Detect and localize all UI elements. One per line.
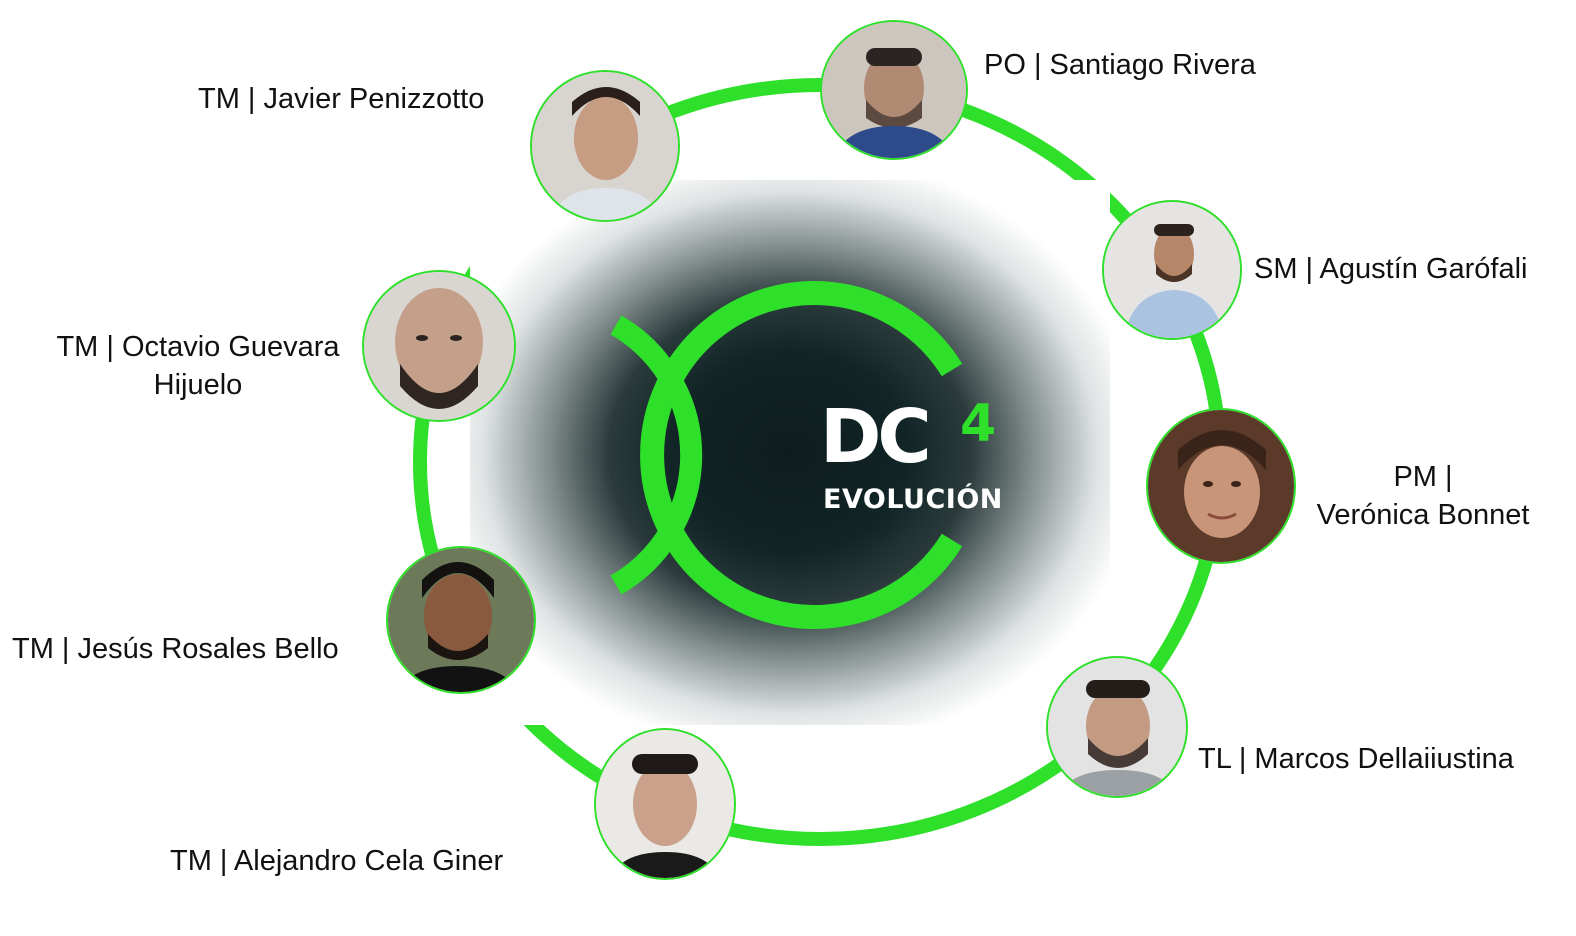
portrait-icon <box>364 272 514 420</box>
portrait-icon <box>532 72 678 220</box>
portrait-icon <box>1148 410 1294 562</box>
logo-number: 4 <box>960 394 997 454</box>
avatar-tm-octavio <box>362 270 516 422</box>
member-label-tm-octavio-line1: TM | Octavio Guevara <box>56 331 340 363</box>
avatar-po <box>820 20 968 160</box>
member-label-pm: PM | Verónica Bonnet <box>1300 458 1546 534</box>
member-label-pm-line1: PM | <box>1393 461 1453 493</box>
portrait-icon <box>1048 658 1186 796</box>
member-label-pm-line2: Verónica Bonnet <box>1316 499 1530 531</box>
avatar-pm <box>1146 408 1296 564</box>
avatar-sm <box>1102 200 1242 340</box>
logo-subtitle: EVOLUCIÓN <box>823 484 1003 515</box>
logo-text: DC <box>820 394 932 480</box>
member-label-tm-jesus: TM | Jesús Rosales Bello <box>12 633 339 665</box>
portrait-icon <box>388 548 534 692</box>
portrait-icon <box>1104 202 1240 338</box>
member-label-tl: TL | Marcos Dellaiiustina <box>1198 743 1514 775</box>
avatar-tm-javier <box>530 70 680 222</box>
member-label-tm-javier: TM | Javier Penizzotto <box>198 83 485 115</box>
avatar-tm-jesus <box>386 546 536 694</box>
logo-arcs-icon <box>610 281 963 629</box>
avatar-tm-alejandro <box>594 728 736 880</box>
member-label-tm-octavio: TM | Octavio Guevara Hijuelo <box>38 328 358 404</box>
member-label-po: PO | Santiago Rivera <box>984 49 1256 81</box>
member-label-sm: SM | Agustín Garófali <box>1254 253 1528 285</box>
portrait-icon <box>822 22 966 158</box>
avatar-tl <box>1046 656 1188 798</box>
member-label-tm-octavio-line2: Hijuelo <box>153 369 243 401</box>
logo-background <box>470 180 1110 725</box>
portrait-icon <box>596 730 734 878</box>
member-label-tm-alejandro: TM | Alejandro Cela Giner <box>170 845 504 877</box>
